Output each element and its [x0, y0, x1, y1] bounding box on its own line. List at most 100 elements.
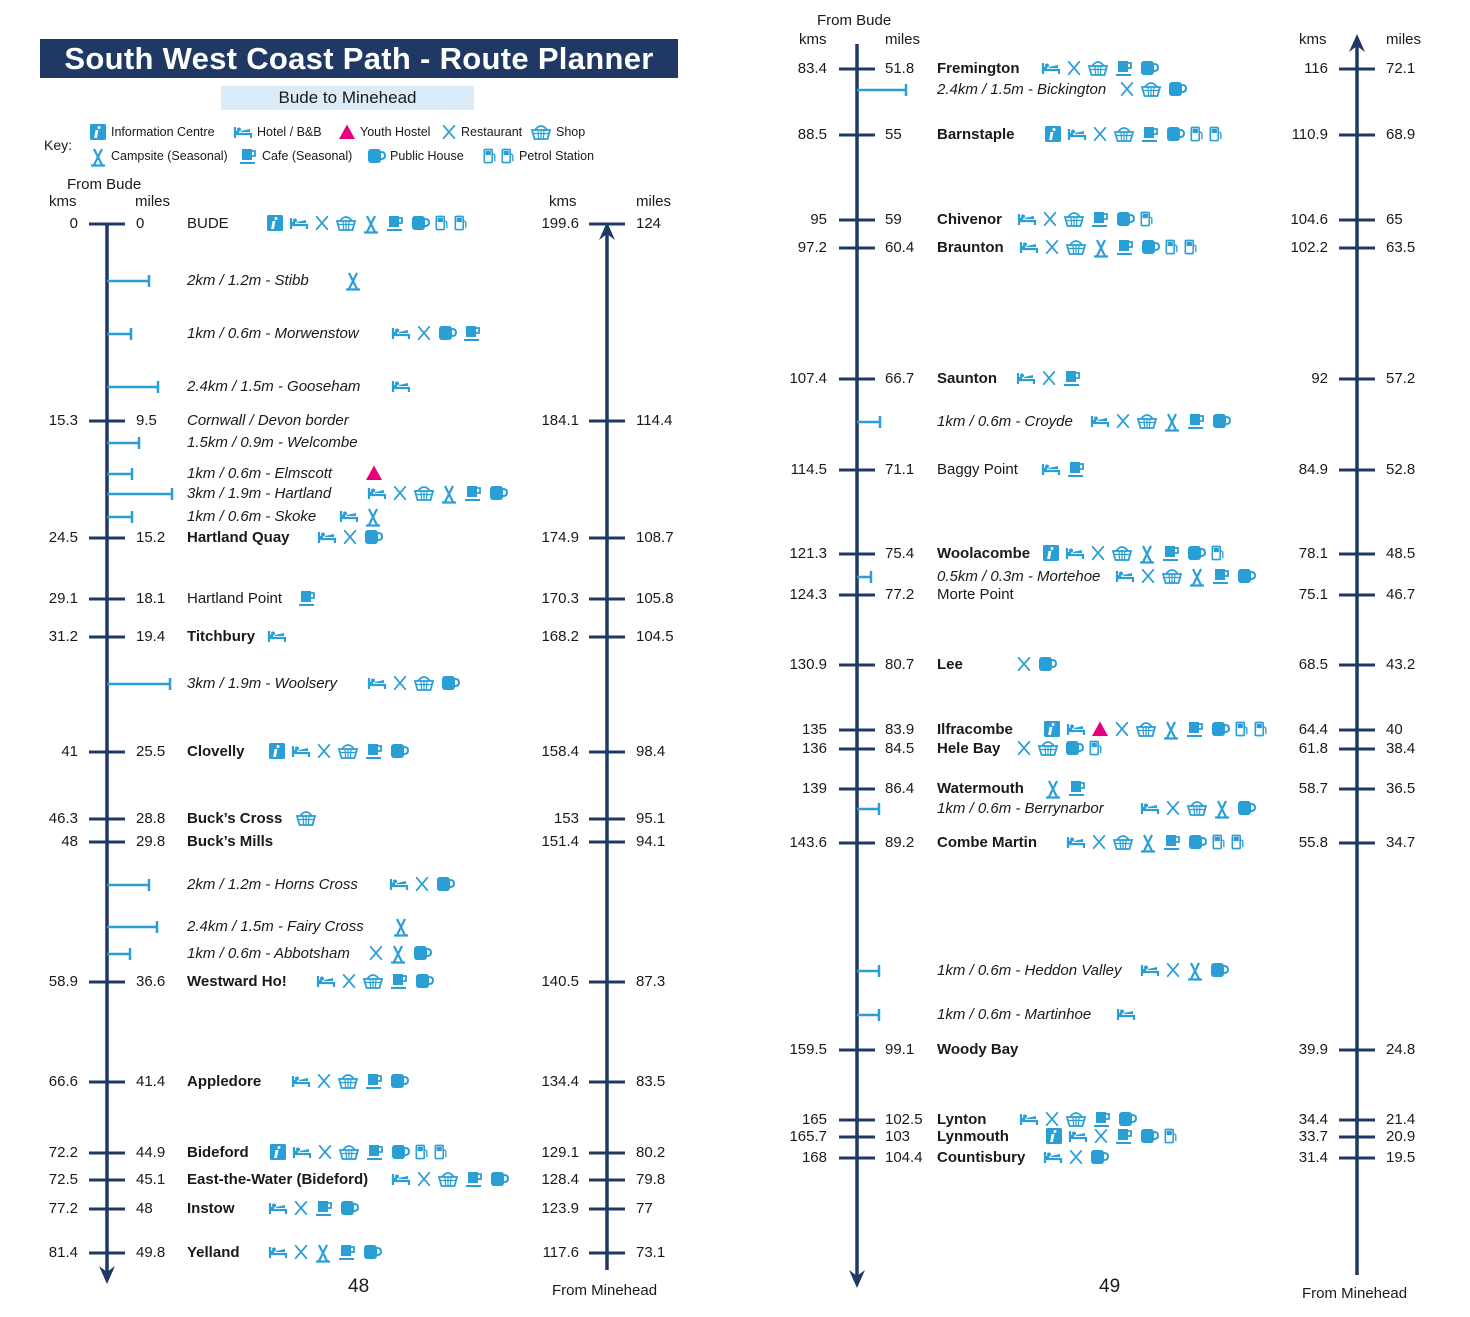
restaurant-icon: [392, 484, 408, 502]
branch-label: 1km / 0.6m - Berrynarbor: [937, 800, 1104, 817]
petrol-icon: [1190, 125, 1204, 143]
hotel-icon: [391, 1170, 411, 1188]
petrol-icon: [435, 214, 449, 232]
tick-mark: [839, 1118, 875, 1122]
pub-icon: [1236, 799, 1256, 817]
miles-column-header-right: miles: [1386, 31, 1422, 48]
kms-value: 165.7: [789, 1128, 827, 1145]
tick-mark: [839, 468, 875, 472]
kms-from-minehead-value: 174.9: [541, 529, 579, 546]
branch-line: [107, 279, 149, 283]
restaurant-icon: [1068, 1148, 1084, 1166]
miles-from-minehead-value: 68.9: [1386, 126, 1416, 143]
branch-line-cap: [130, 511, 134, 523]
branch-label: 2.4km / 1.5m - Fairy Cross: [187, 918, 364, 935]
cafe-icon: [314, 1199, 334, 1217]
kms-from-minehead-value: 153: [553, 810, 579, 827]
kms-value: 97.2: [797, 239, 827, 256]
cafe-icon: [1067, 779, 1087, 797]
location-name: Bideford: [187, 1144, 249, 1161]
facility-icons: [268, 742, 409, 760]
camp-icon: [1213, 799, 1231, 819]
branch-label: 2km / 1.2m - Horns Cross: [187, 876, 358, 893]
miles-value: 104.4: [885, 1149, 923, 1166]
shop-icon: [530, 123, 552, 141]
kms-value: 124.3: [789, 586, 827, 603]
location-name: Watermouth: [937, 780, 1024, 797]
kms-from-minehead-value: 140.5: [541, 973, 579, 990]
branch-label: 1km / 0.6m - Abbotsham: [187, 945, 350, 962]
info-icon: [1045, 1127, 1063, 1145]
hotel-icon: [1115, 567, 1135, 585]
shop-icon: [1037, 739, 1059, 757]
miles-from-minehead-value: 65: [1386, 211, 1403, 228]
facility-icons: [391, 377, 411, 395]
facility-icons: [295, 809, 317, 827]
tick-mark: [589, 1080, 625, 1084]
kms-from-minehead-value: 78.1: [1298, 545, 1328, 562]
kms-value: 72.2: [48, 1144, 78, 1161]
miles-from-minehead-value: 38.4: [1386, 740, 1416, 757]
tick-mark: [1339, 747, 1375, 751]
branch-line-cap: [155, 921, 159, 933]
location-name: Countisbury: [937, 1149, 1026, 1166]
pub-icon: [1064, 739, 1084, 757]
branch-line: [107, 492, 172, 496]
tick-mark: [89, 1207, 125, 1211]
hotel-icon: [1140, 799, 1160, 817]
cafe-icon: [462, 324, 482, 342]
key-item-pub: Public House: [366, 147, 464, 165]
branch-line: [107, 682, 170, 686]
info-icon: [266, 214, 284, 232]
location-name: Chivenor: [937, 211, 1003, 228]
hotel-icon: [1019, 238, 1039, 256]
branch-line: [107, 332, 131, 336]
hotel-icon: [291, 1072, 311, 1090]
tick-mark: [1339, 841, 1375, 845]
kms-value: 83.4: [797, 60, 827, 77]
tick-mark: [89, 419, 125, 423]
restaurant-icon: [1042, 210, 1058, 228]
info-icon: [89, 123, 107, 141]
kms-value: 46.3: [48, 810, 78, 827]
branch-line-cap: [170, 488, 174, 500]
miles-from-minehead-value: 63.5: [1386, 239, 1416, 256]
cafe-icon: [1092, 1110, 1112, 1128]
facility-icons: [268, 1199, 359, 1217]
facility-icons: [1043, 720, 1268, 740]
hotel-icon: [1116, 1005, 1136, 1023]
facility-icons: [389, 875, 455, 893]
kms-value: 24.5: [48, 529, 78, 546]
shop-icon: [1161, 567, 1183, 585]
hotel-icon: [1041, 59, 1061, 77]
tick-mark: [589, 222, 625, 226]
restaurant-icon: [316, 1072, 332, 1090]
page-number: 48: [348, 1276, 370, 1297]
branch-line: [857, 420, 880, 424]
branch-label: 0.5km / 0.3m - Mortehoe: [937, 568, 1101, 585]
facility-icons: [1043, 1148, 1109, 1166]
miles-from-minehead-value: 24.8: [1386, 1041, 1416, 1058]
branch-label: 3km / 1.9m - Woolsery: [187, 675, 338, 692]
location-name: Braunton: [937, 239, 1004, 256]
kms-value: 135: [801, 721, 827, 738]
facility-icons: [368, 944, 432, 964]
miles-value: 18.1: [136, 590, 166, 607]
cafe-icon: [385, 214, 405, 232]
facility-icons: [269, 1143, 448, 1161]
hotel-icon: [1066, 720, 1086, 738]
facility-icons: [291, 1072, 409, 1090]
pub-icon: [1167, 80, 1187, 98]
pub-icon: [414, 972, 434, 990]
kms-from-minehead-value: 110.9: [1291, 126, 1328, 143]
hotel-icon: [316, 972, 336, 990]
kms-value: 165: [801, 1111, 827, 1128]
kms-from-minehead-value: 129.1: [541, 1144, 579, 1161]
from-minehead-label: From Minehead: [1302, 1285, 1408, 1302]
kms-value: 95: [810, 211, 827, 228]
location-name: Woolacombe: [937, 545, 1031, 562]
miles-from-minehead-value: 34.7: [1386, 834, 1416, 851]
key-item-hostel: Youth Hostel: [338, 123, 430, 141]
miles-column-header: miles: [885, 31, 921, 48]
restaurant-icon: [1016, 655, 1032, 673]
